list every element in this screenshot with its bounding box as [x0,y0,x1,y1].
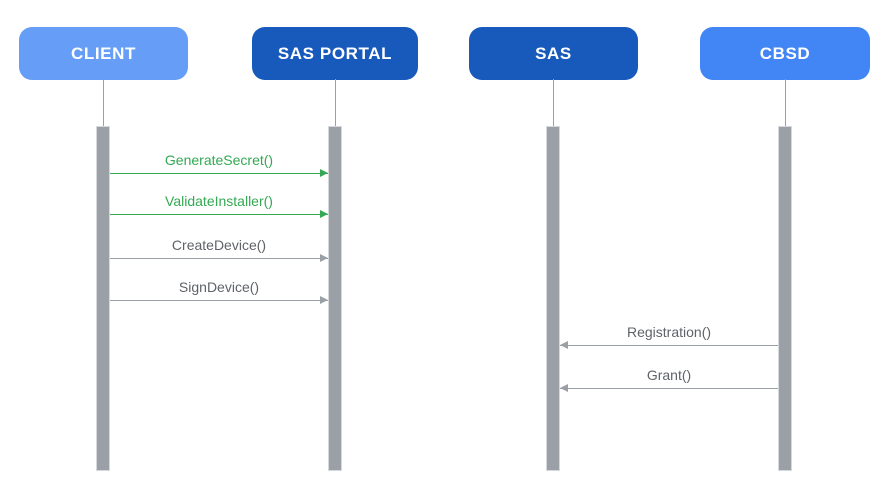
message-label: SignDevice() [178,279,260,295]
activation-bar-sas [546,126,560,471]
arrow-line [560,384,778,392]
arrow-line [560,341,778,349]
actor-label-client: CLIENT [71,43,136,63]
arrow-right-icon [320,296,328,304]
message-label: GenerateSecret() [164,152,274,168]
arrow-line [110,210,328,218]
message-registration: Registration() [560,324,778,349]
arrow-left-icon [560,341,568,349]
arrow-left-icon [560,384,568,392]
actor-box-sas: SAS [469,27,638,80]
actor-label-cbsd: CBSD [759,43,811,63]
activation-bar-cbsd [778,126,792,471]
arrow-right-icon [320,210,328,218]
message-sign-device: SignDevice() [110,279,328,304]
arrow-line [110,254,328,262]
actor-box-cbsd: CBSD [700,27,870,80]
actor-box-client: CLIENT [19,27,188,80]
activation-bar-client [96,126,110,471]
message-generate-secret: GenerateSecret() [110,152,328,177]
message-label: Registration() [626,324,712,340]
actor-label-sas-portal: SAS PORTAL [277,43,393,63]
activation-bar-sas-portal [328,126,342,471]
message-validate-installer: ValidateInstaller() [110,193,328,218]
arrow-right-icon [320,254,328,262]
message-create-device: CreateDevice() [110,237,328,262]
arrow-right-icon [320,169,328,177]
arrow-line [110,296,328,304]
actor-box-sas-portal: SAS PORTAL [252,27,418,80]
actor-label-sas: SAS [535,43,572,63]
message-grant: Grant() [560,367,778,392]
message-label: Grant() [646,367,692,383]
message-label: ValidateInstaller() [165,193,273,209]
arrow-line [110,169,328,177]
message-label: CreateDevice() [171,237,267,253]
